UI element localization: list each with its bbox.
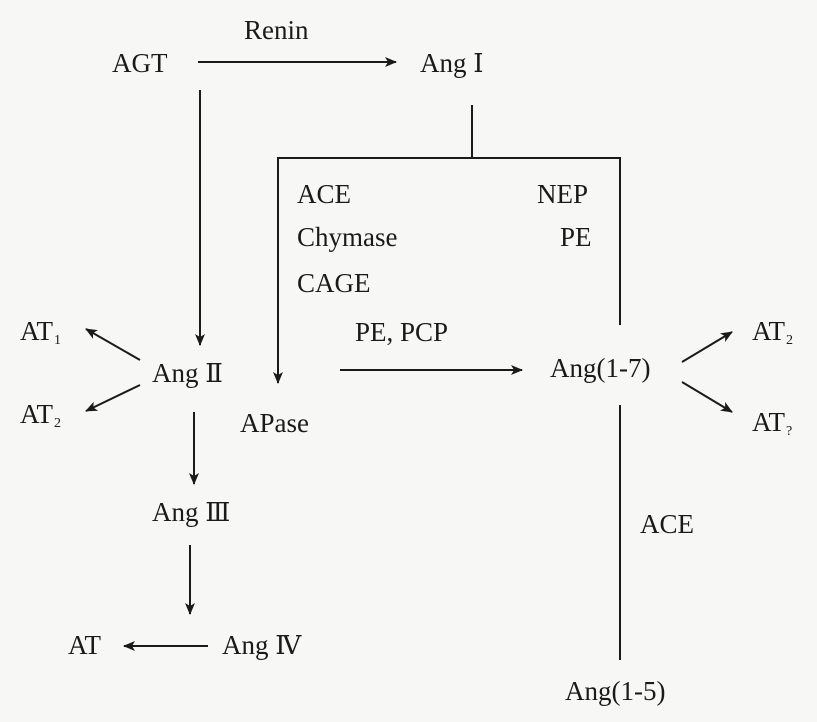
- enzyme-cage: CAGE: [297, 268, 371, 298]
- enzyme-ace-left: ACE: [297, 179, 351, 209]
- node-at-bottom: AT: [68, 630, 101, 660]
- enzyme-pe-pcp: PE, PCP: [355, 317, 449, 347]
- bracket-ang1-to-ang17: [472, 157, 621, 325]
- arrow-ang17-to-at7: [681, 381, 733, 413]
- node-ang17: Ang(1-7): [550, 353, 651, 383]
- arrow-ang17-to-at2-right: [681, 331, 733, 363]
- enzyme-ace-right: ACE: [640, 509, 694, 539]
- node-at7-right: AT?: [752, 407, 793, 439]
- node-ang3: Ang Ⅲ: [152, 497, 231, 528]
- enzyme-renin: Renin: [244, 15, 309, 45]
- node-agt: AGT: [112, 48, 168, 78]
- node-ang2: Ang Ⅱ: [152, 358, 223, 389]
- node-ang15: Ang(1-5): [565, 676, 666, 706]
- enzyme-chymase: Chymase: [297, 222, 398, 252]
- node-at2-left: AT2: [20, 399, 61, 431]
- node-apase: APase: [240, 408, 309, 438]
- node-ang4: Ang Ⅳ: [222, 630, 302, 661]
- node-at1-left: AT1: [20, 316, 61, 348]
- node-at2-right: AT2: [752, 316, 793, 348]
- enzyme-nep: NEP: [537, 179, 589, 209]
- node-ang1: Ang Ⅰ: [420, 48, 484, 79]
- bracket-ang1-split: [273, 105, 473, 384]
- arrow-ang2-to-at1: [85, 328, 141, 361]
- arrow-ang2-to-at2-left: [85, 384, 141, 412]
- enzyme-pe-right: PE: [560, 222, 592, 252]
